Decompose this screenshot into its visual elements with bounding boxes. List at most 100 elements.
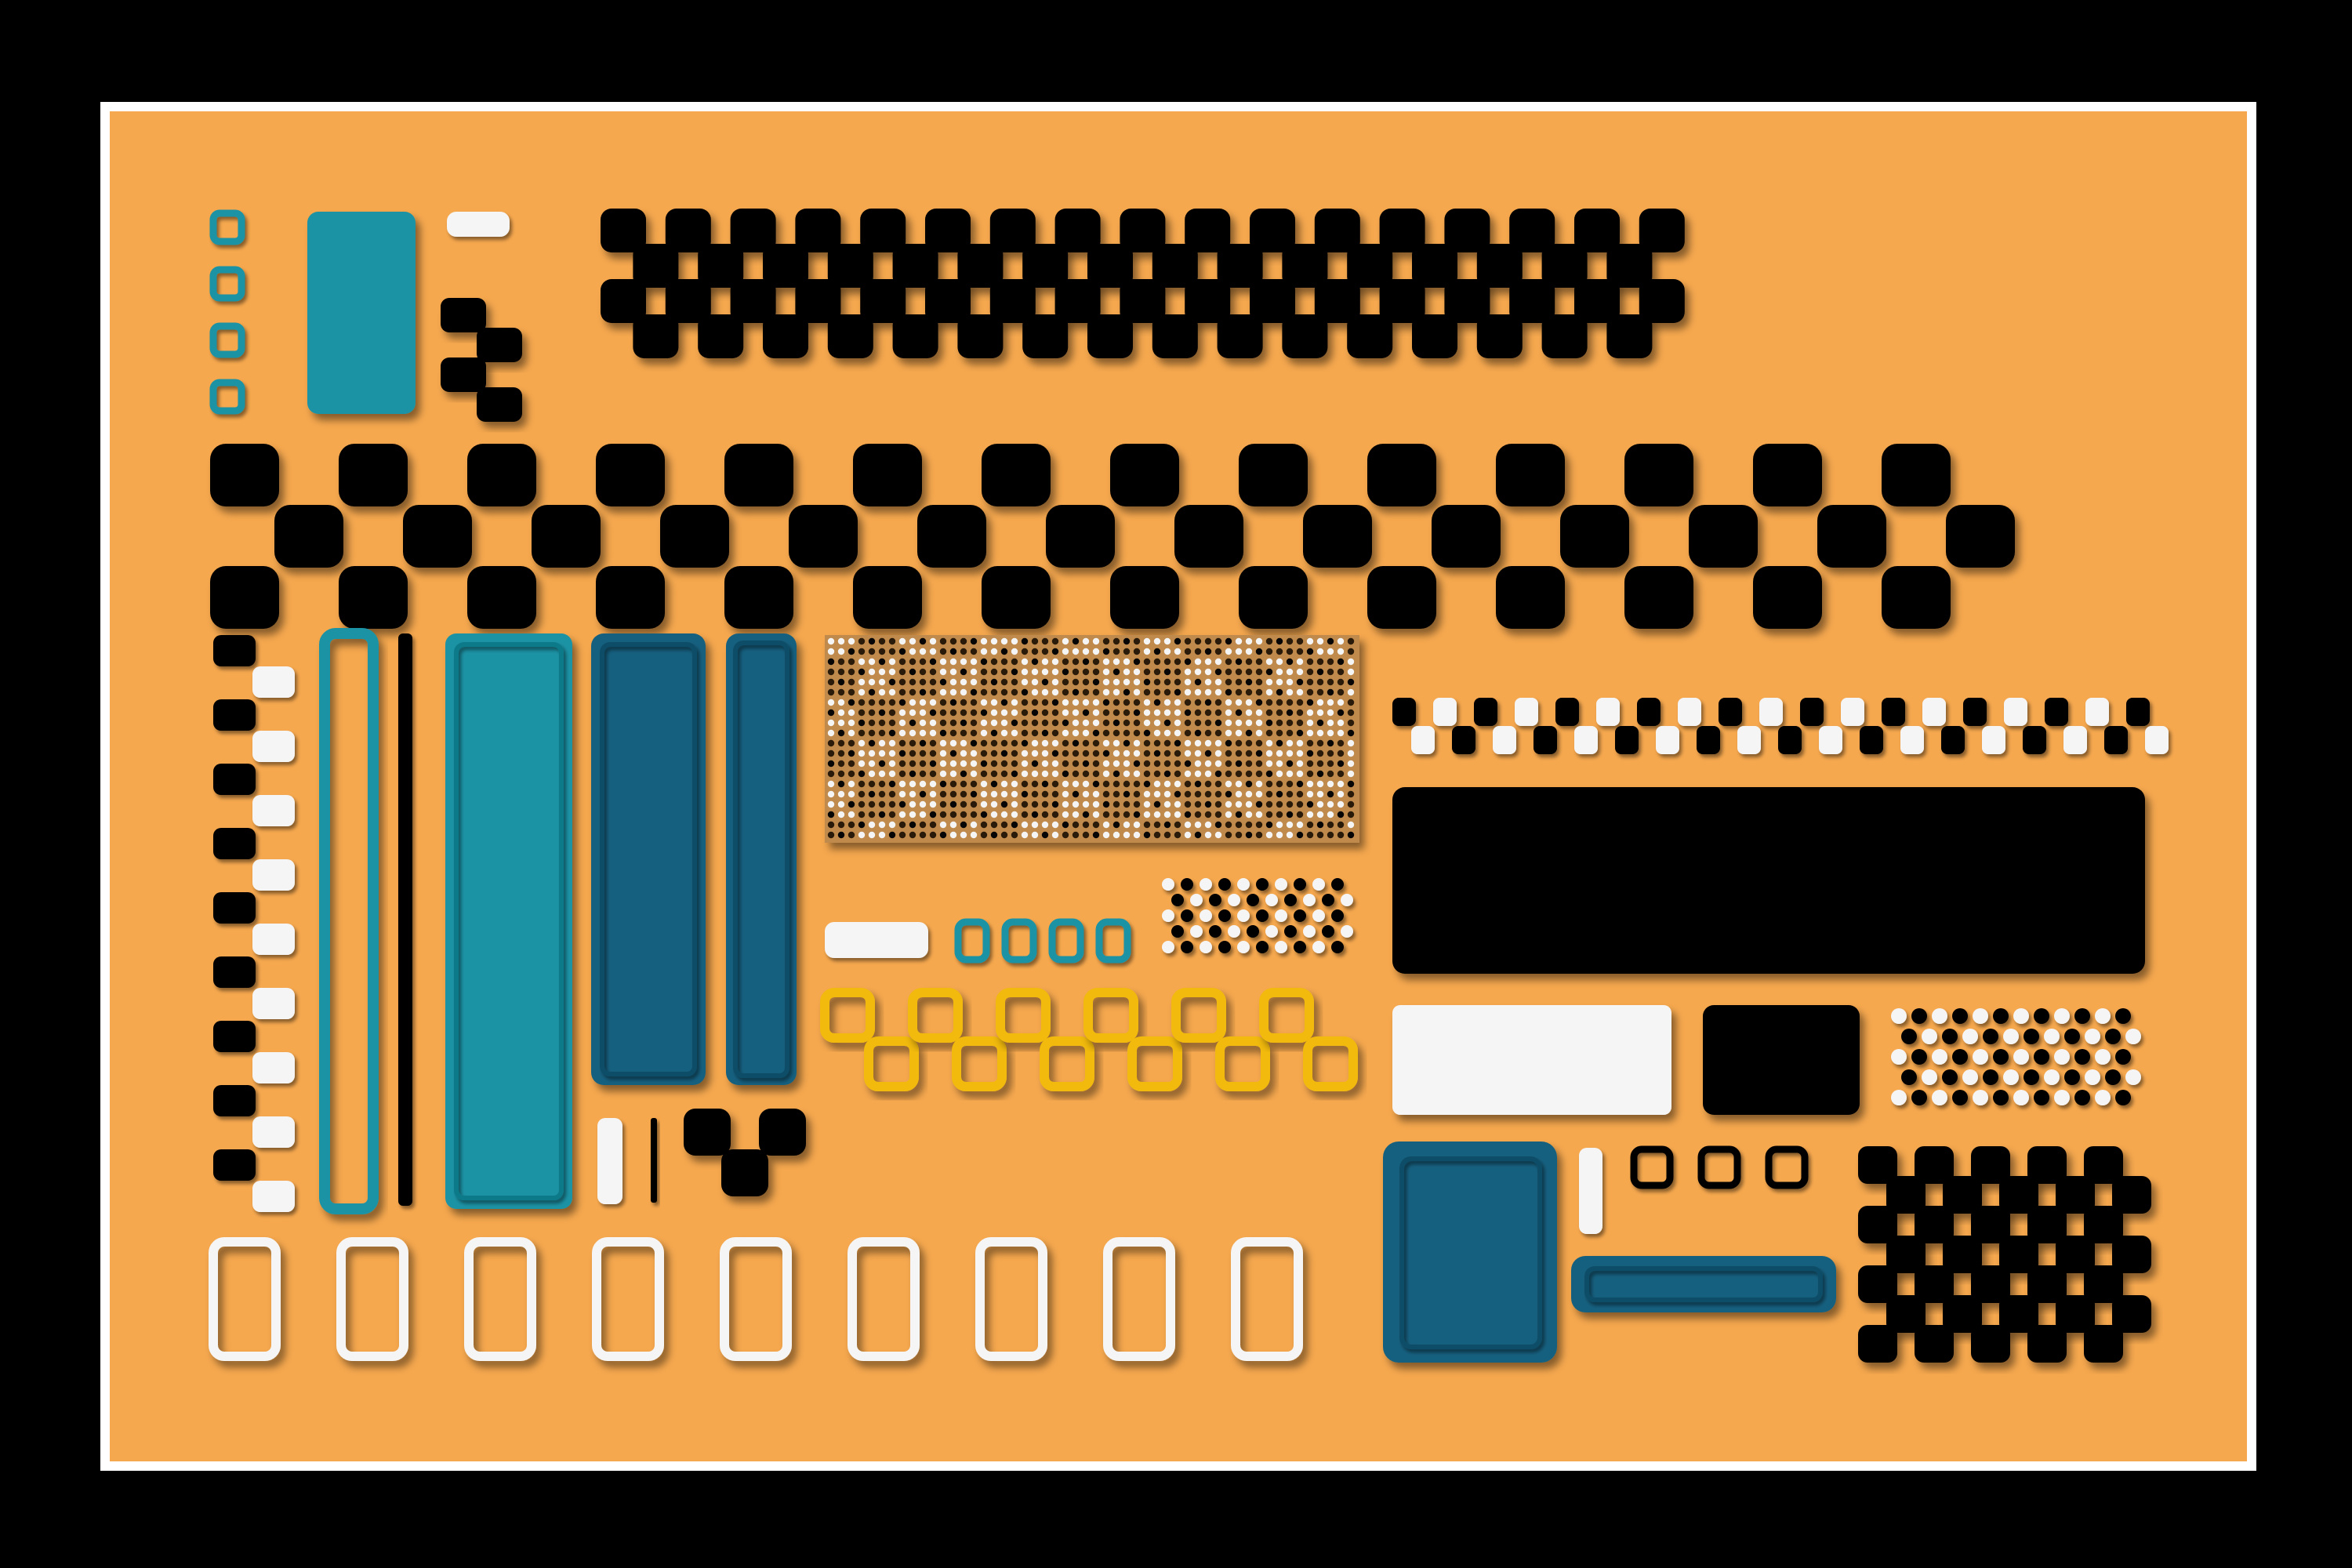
- dot: [1235, 699, 1243, 706]
- dot: [1347, 811, 1355, 818]
- dot: [1245, 780, 1253, 788]
- dot: [868, 678, 876, 686]
- dot: [1051, 719, 1059, 727]
- top-checker-tile: [1185, 279, 1231, 323]
- big-checker-tile: [917, 505, 986, 568]
- dot: [1296, 688, 1304, 696]
- dot: [878, 648, 886, 655]
- cluster-checker-tile: [2027, 1206, 2067, 1243]
- dot: [1347, 800, 1355, 808]
- dot: [1306, 831, 1314, 839]
- dot: [1163, 760, 1171, 768]
- stagger-tile-top: [2045, 698, 2068, 726]
- dot: [1235, 790, 1243, 798]
- dot: [1051, 699, 1059, 706]
- dot: [1286, 760, 1294, 768]
- big-checker-tile: [1496, 444, 1565, 506]
- dot: [1296, 831, 1304, 839]
- dot: [1204, 699, 1212, 706]
- top-checker-tile: [1314, 209, 1360, 252]
- dot: [1163, 739, 1171, 747]
- dot: [1112, 770, 1120, 778]
- dot: [868, 668, 876, 676]
- dot: [1204, 811, 1212, 818]
- dot: [837, 688, 845, 696]
- white-mini-bar: [1579, 1148, 1602, 1234]
- dot: [970, 760, 978, 768]
- dot: [1082, 668, 1090, 676]
- dot: [1153, 658, 1161, 666]
- dot: [898, 688, 906, 696]
- dot: [1062, 678, 1069, 686]
- top-checker-tile: [1217, 314, 1263, 358]
- dot: [1072, 658, 1080, 666]
- mini-dot: [1331, 878, 1344, 891]
- right-dot: [2044, 1069, 2060, 1085]
- dot: [827, 648, 835, 655]
- dot: [980, 719, 988, 727]
- dot: [1123, 709, 1131, 717]
- dot: [970, 678, 978, 686]
- mini-dot: [1190, 925, 1203, 938]
- dot: [827, 790, 835, 798]
- right-dot: [2024, 1029, 2039, 1044]
- dot: [1000, 648, 1008, 655]
- dot: [1163, 790, 1171, 798]
- dot: [1327, 760, 1334, 768]
- dot: [1133, 658, 1141, 666]
- stair-white-tile: [252, 1116, 295, 1148]
- dot: [1296, 790, 1304, 798]
- dot: [1123, 719, 1131, 727]
- dot: [1062, 648, 1069, 655]
- yellow-link-top: [1171, 988, 1226, 1043]
- dot: [1072, 699, 1080, 706]
- dot: [949, 800, 957, 808]
- dot: [1204, 831, 1212, 839]
- dot: [1112, 678, 1120, 686]
- dot: [1204, 658, 1212, 666]
- dot: [827, 658, 835, 666]
- dot: [1062, 699, 1069, 706]
- dot: [1245, 719, 1253, 727]
- dot: [919, 699, 927, 706]
- big-checker-tile: [853, 566, 922, 629]
- stagger-tile-bottom: [1941, 726, 1965, 754]
- mini-dot: [1341, 894, 1353, 906]
- dot: [1051, 811, 1059, 818]
- dot: [898, 729, 906, 737]
- dot: [1235, 709, 1243, 717]
- black-knot-tile: [721, 1149, 768, 1196]
- dot: [1000, 739, 1008, 747]
- dot: [898, 780, 906, 788]
- dot: [1072, 668, 1080, 676]
- dot: [1153, 811, 1161, 818]
- big-checker-tile: [467, 444, 536, 506]
- yellow-link-bottom: [1303, 1036, 1358, 1091]
- dot: [1347, 831, 1355, 839]
- dot: [1062, 658, 1069, 666]
- dot: [1347, 709, 1355, 717]
- dot: [1214, 678, 1222, 686]
- stagger-tile-bottom: [1534, 726, 1557, 754]
- dot: [888, 719, 896, 727]
- dot: [1133, 780, 1141, 788]
- dot: [1143, 739, 1151, 747]
- dot: [1082, 688, 1090, 696]
- big-checker-tile: [467, 566, 536, 629]
- dot: [1000, 709, 1008, 717]
- dot: [1163, 729, 1171, 737]
- dot: [1051, 637, 1059, 645]
- top-checker-tile: [1509, 279, 1555, 323]
- top-checker-tile: [1639, 209, 1685, 252]
- dot: [848, 719, 855, 727]
- dot: [1316, 831, 1324, 839]
- top-checker-tile: [763, 244, 808, 288]
- dot: [1062, 760, 1069, 768]
- stair-black-tile: [213, 699, 256, 731]
- dot: [1000, 760, 1008, 768]
- white-slab: [1392, 1005, 1671, 1115]
- dot: [929, 699, 937, 706]
- mini-dot: [1303, 925, 1316, 938]
- dot: [909, 719, 916, 727]
- dot: [929, 678, 937, 686]
